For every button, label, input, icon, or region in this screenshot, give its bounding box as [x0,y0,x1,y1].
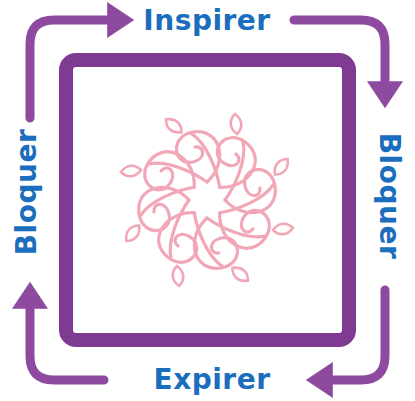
step-label: Bloquer [13,129,41,255]
mandala-swirl [121,166,189,258]
mandala-swirl [225,142,293,234]
cycle-arrow [322,290,385,380]
frame [66,60,349,340]
mandala-swirl [173,218,265,286]
mandala-swirl [149,114,241,182]
cycle-arrow [294,20,385,92]
step-label: Expirer [154,366,271,394]
step-label: Inspirer [143,7,270,35]
cycle-arrow [30,20,118,118]
step-label: Bloquer [375,133,403,259]
mandala-swirl [105,115,218,228]
mandala [105,98,309,302]
cycle-arrow [30,298,104,380]
